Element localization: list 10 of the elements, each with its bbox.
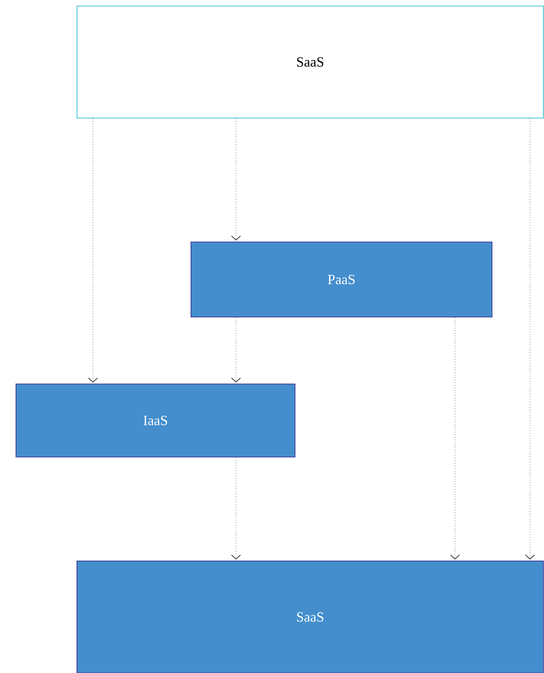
layer-box: PaaS xyxy=(190,242,492,318)
arrow xyxy=(525,118,535,560)
layer-box: SaaS xyxy=(76,6,544,118)
arrow xyxy=(88,118,98,383)
layer-box: IaaS xyxy=(16,384,296,458)
arrow xyxy=(231,457,241,560)
arrow xyxy=(231,317,241,383)
arrow xyxy=(450,317,460,560)
arrow xyxy=(231,118,241,241)
layer-box: SaaS xyxy=(76,560,544,673)
